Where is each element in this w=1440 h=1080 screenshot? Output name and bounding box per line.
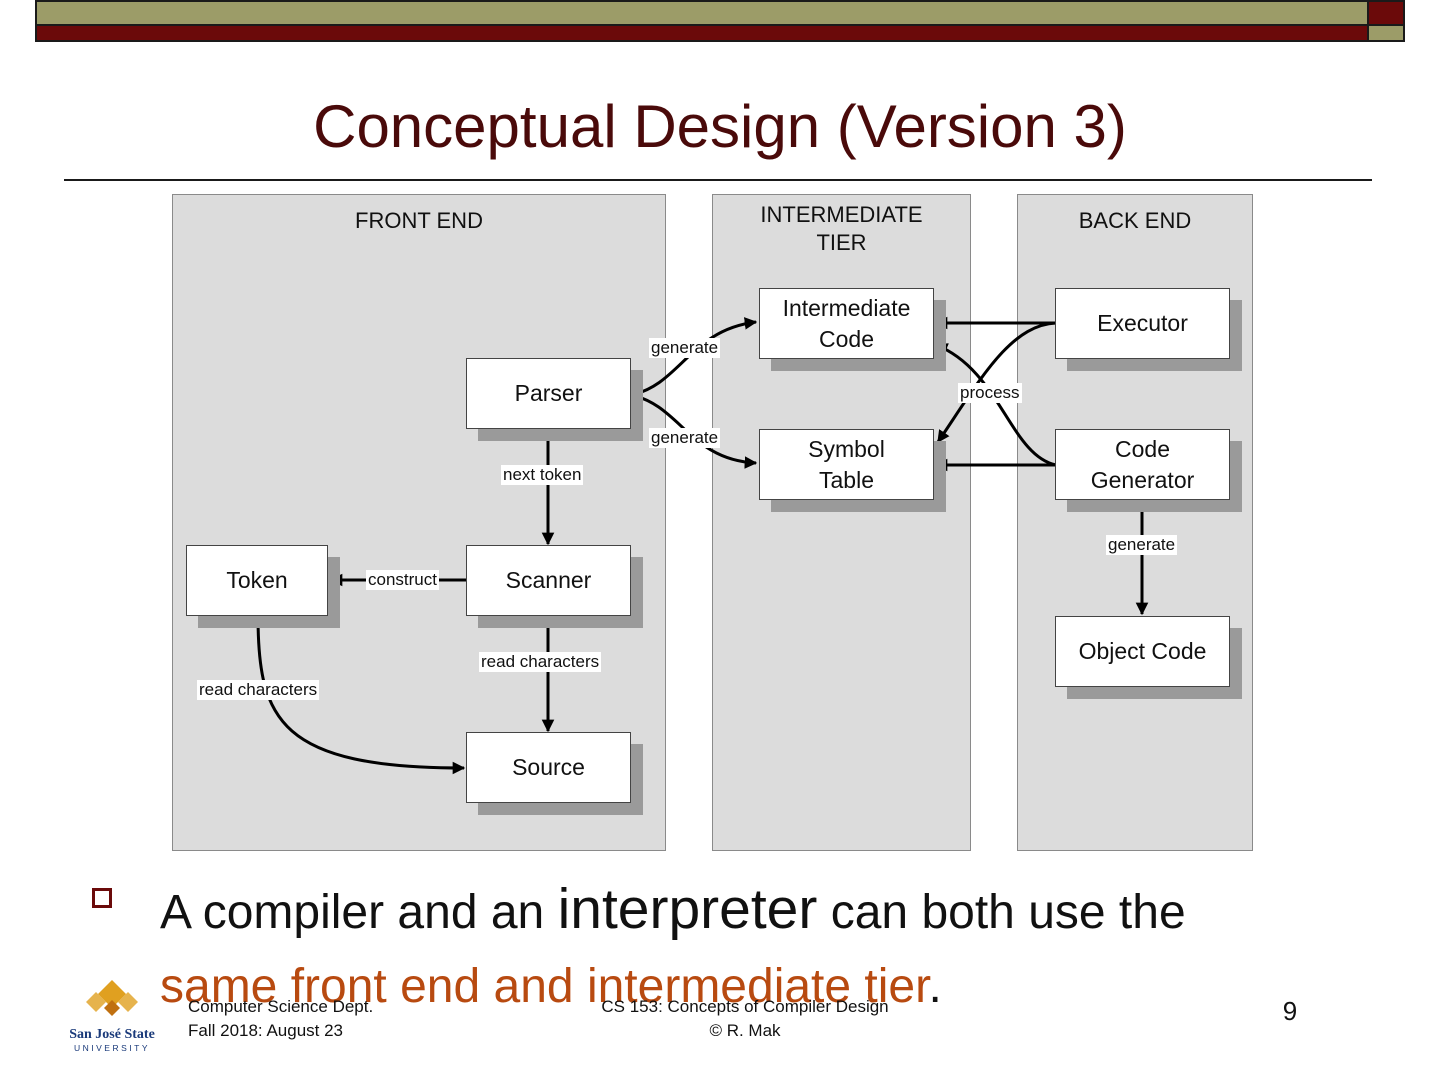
sjsu-logo-icon: San José State UNIVERSITY: [69, 980, 155, 1053]
front-end-label: FRONT END: [355, 208, 483, 233]
scanner-box: Scanner: [466, 545, 631, 616]
bullet-text-interpreter: interpreter: [557, 877, 818, 941]
footer-course: CS 153: Concepts of Compiler Design: [601, 997, 889, 1016]
header-square-red: [1367, 0, 1405, 26]
source-box: Source: [466, 732, 631, 803]
bullet-text-period: .: [928, 960, 942, 1013]
edge-label-generate-object-code: generate: [1106, 535, 1178, 555]
object-code-box: Object Code: [1055, 616, 1230, 687]
footer-left: Computer Science Dept. Fall 2018: August…: [188, 995, 373, 1043]
page-number: 9: [1282, 996, 1298, 1026]
symbol-table-label-line2: Table: [819, 466, 874, 493]
token-label: Token: [226, 567, 288, 593]
executor-box: Executor: [1055, 288, 1230, 359]
title-divider: [64, 179, 1372, 181]
footer-author: © R. Mak: [709, 1021, 781, 1040]
intermediate-code-label-line1: Intermediate: [782, 294, 911, 321]
svg-text:UNIVERSITY: UNIVERSITY: [74, 1043, 150, 1053]
intermediate-tier-label-line1: INTERMEDIATE: [760, 202, 923, 227]
footer-date: Fall 2018: August 23: [188, 1021, 344, 1040]
arrow-executor-to-symbol-table: [936, 321, 1057, 444]
code-generator-label-line2: Generator: [1090, 466, 1195, 493]
edge-label-read-characters-scanner: read characters: [479, 652, 602, 672]
header-band-red: [35, 26, 1367, 42]
edge-label-process: process: [958, 383, 1022, 403]
code-generator-box: Code Generator: [1055, 429, 1230, 500]
edge-label-next-token: next token: [501, 465, 584, 485]
arrow-codegen-to-intermediate-code: [934, 343, 1057, 467]
back-end-label: BACK END: [1078, 208, 1192, 233]
code-generator-label-line1: Code: [1115, 435, 1170, 462]
bullet-text-highlight: same front end and intermediate tier: [160, 960, 929, 1013]
sjsu-logo: San José State UNIVERSITY: [66, 978, 158, 1058]
object-code-label: Object Code: [1078, 638, 1207, 664]
bullet-text-part1: A compiler and an: [160, 886, 558, 939]
header-square-olive: [1367, 26, 1405, 42]
bullet-square-icon: [92, 888, 112, 908]
parser-label: Parser: [514, 380, 583, 406]
bullet-text: A compiler and an interpreter can both u…: [160, 872, 1380, 1024]
symbol-table-box: Symbol Table: [759, 429, 934, 500]
scanner-label: Scanner: [505, 567, 592, 593]
edge-label-read-characters-token: read characters: [197, 680, 320, 700]
intermediate-tier-label: INTERMEDIATE TIER: [713, 201, 970, 257]
edge-label-generate-symbol-table: generate: [649, 428, 721, 448]
arrow-parser-to-intermediate-code: [630, 317, 758, 397]
header-band-olive: [35, 0, 1367, 26]
svg-text:San José State: San José State: [69, 1027, 155, 1042]
bullet-text-part3: can both use the: [817, 886, 1186, 939]
intermediate-tier-label-line2: TIER: [816, 230, 867, 255]
slide-title: Conceptual Design (Version 3): [313, 93, 1127, 160]
footer-dept: Computer Science Dept.: [188, 997, 374, 1016]
edge-label-generate-intermediate-code: generate: [649, 338, 721, 358]
token-box: Token: [186, 545, 328, 616]
executor-label: Executor: [1097, 310, 1188, 336]
edge-label-construct: construct: [366, 570, 439, 590]
intermediate-code-label-line2: Code: [819, 325, 874, 352]
symbol-table-label-line1: Symbol: [808, 435, 885, 462]
parser-box: Parser: [466, 358, 631, 429]
source-label: Source: [512, 754, 585, 780]
intermediate-code-box: Intermediate Code: [759, 288, 934, 359]
footer-center: CS 153: Concepts of Compiler Design © R.…: [560, 995, 930, 1043]
arrow-token-to-source: [256, 615, 466, 775]
